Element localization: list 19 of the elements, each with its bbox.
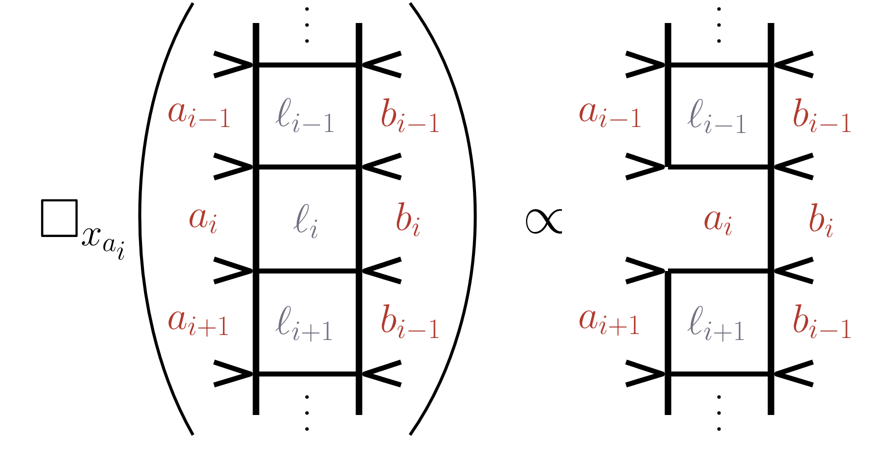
variable-label: $\ell_{i-1}$ [276,98,334,132]
variable-label: $\ell_{i+1}$ [688,306,744,342]
variable-label: $\ell_{i+1}$ [276,306,332,342]
variable-label: $a_{i-1}$ [580,103,640,128]
variable-label: $\ell_{i-1}$ [688,98,746,134]
variable-label: $a_i$ [190,209,216,234]
variable-label: $b_{i-1}$ [382,98,439,132]
box-operator: $\Box_{x_{a_i}}$ [41,199,124,260]
variable-label: $b_{i-1}$ [382,304,439,338]
variable-label: $a_i$ [704,211,732,236]
variable-label: $b_{i-1}$ [794,304,851,338]
variable-label: $b_{i-1}$ [794,98,851,132]
variable-label: $\ell_i$ [294,204,318,238]
variable-label: $b_i$ [810,203,833,238]
proportional-symbol: $\propto$ [526,209,562,234]
variable-label: $b_i$ [396,202,420,236]
variable-label: $a_{i-1}$ [168,103,230,128]
variable-label: $a_{i+1}$ [168,311,228,337]
variable-label: $a_{i+1}$ [580,310,639,336]
